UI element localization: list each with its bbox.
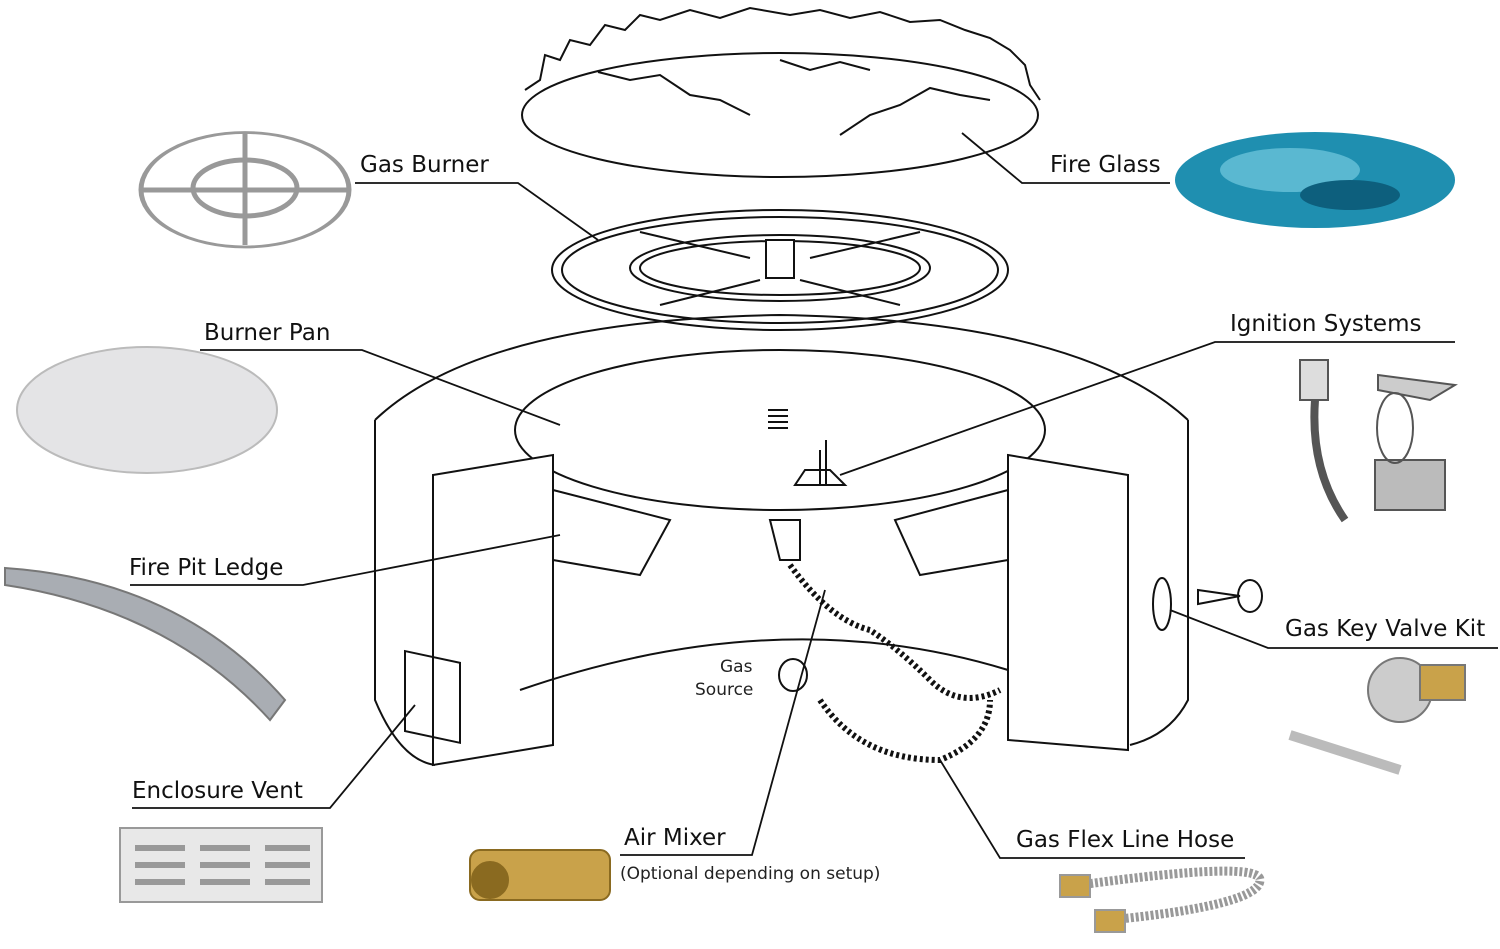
label-fire-pit-ledge: Fire Pit Ledge (129, 555, 284, 581)
ignition-system-photo (1299, 359, 1458, 523)
label-air-mixer-note: (Optional depending on setup) (620, 864, 881, 884)
burner-pan-photo (16, 346, 278, 474)
label-gas-burner: Gas Burner (360, 152, 489, 178)
fire-pit-ledge-photo (4, 566, 287, 722)
gas-flex-line-photo (1059, 866, 1265, 933)
fire-glass-photo (1175, 132, 1455, 228)
label-fire-glass: Fire Glass (1050, 152, 1161, 178)
label-gas-flex-line-hose: Gas Flex Line Hose (1016, 827, 1235, 853)
label-gas-source-1: Gas (720, 657, 753, 677)
leader-lines (130, 132, 1498, 859)
label-gas-source-2: Source (695, 680, 754, 700)
fire-glass-pile-drawing (521, 6, 1041, 178)
label-ignition-systems: Ignition Systems (1230, 311, 1422, 337)
gas-burner-photo (138, 131, 352, 249)
air-mixer-photo (469, 849, 611, 901)
burner-ring-drawing (551, 209, 1009, 331)
enclosure-vent-photo (119, 827, 323, 903)
label-gas-key-valve-kit: Gas Key Valve Kit (1285, 616, 1486, 642)
label-burner-pan: Burner Pan (204, 320, 331, 346)
label-enclosure-vent: Enclosure Vent (132, 778, 303, 804)
label-air-mixer: Air Mixer (624, 825, 726, 851)
gas-key-valve-photo (1288, 657, 1466, 775)
fire-pit-body-drawing (374, 313, 1263, 767)
